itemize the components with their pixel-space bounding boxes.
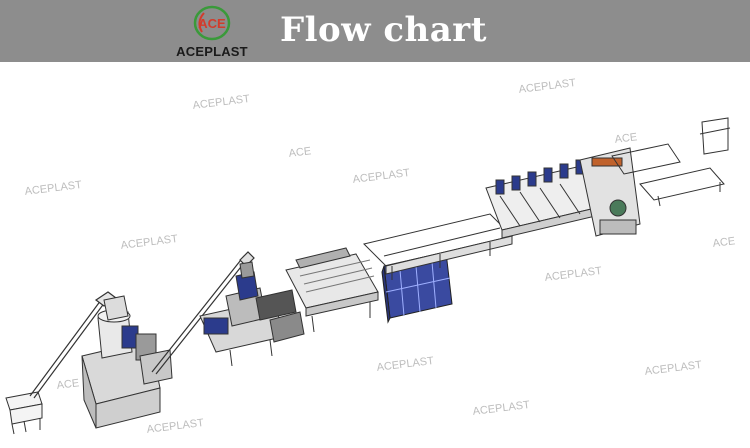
production-line-svg [5,117,731,435]
company-logo: ACE ACEPLAST [176,4,248,60]
page-title: Flow chart [280,10,487,50]
high-speed-mixer [81,295,173,429]
logo-emblem-icon: ACE [193,5,231,41]
cutting-machine [579,147,641,237]
calibration-table [285,247,379,333]
header-bar: ACE ACEPLAST Flow chart [0,0,750,62]
raw-material-feeder [5,391,43,435]
logo-text: ACEPLAST [176,44,248,59]
twin-screw-extruder [199,261,305,367]
production-line-drawing: ACEPLAST ACEPLAST ACE ACE ACEPLAST ACEPL… [0,62,750,448]
stacker-table [611,117,731,207]
logo-letters: ACE [198,16,226,31]
